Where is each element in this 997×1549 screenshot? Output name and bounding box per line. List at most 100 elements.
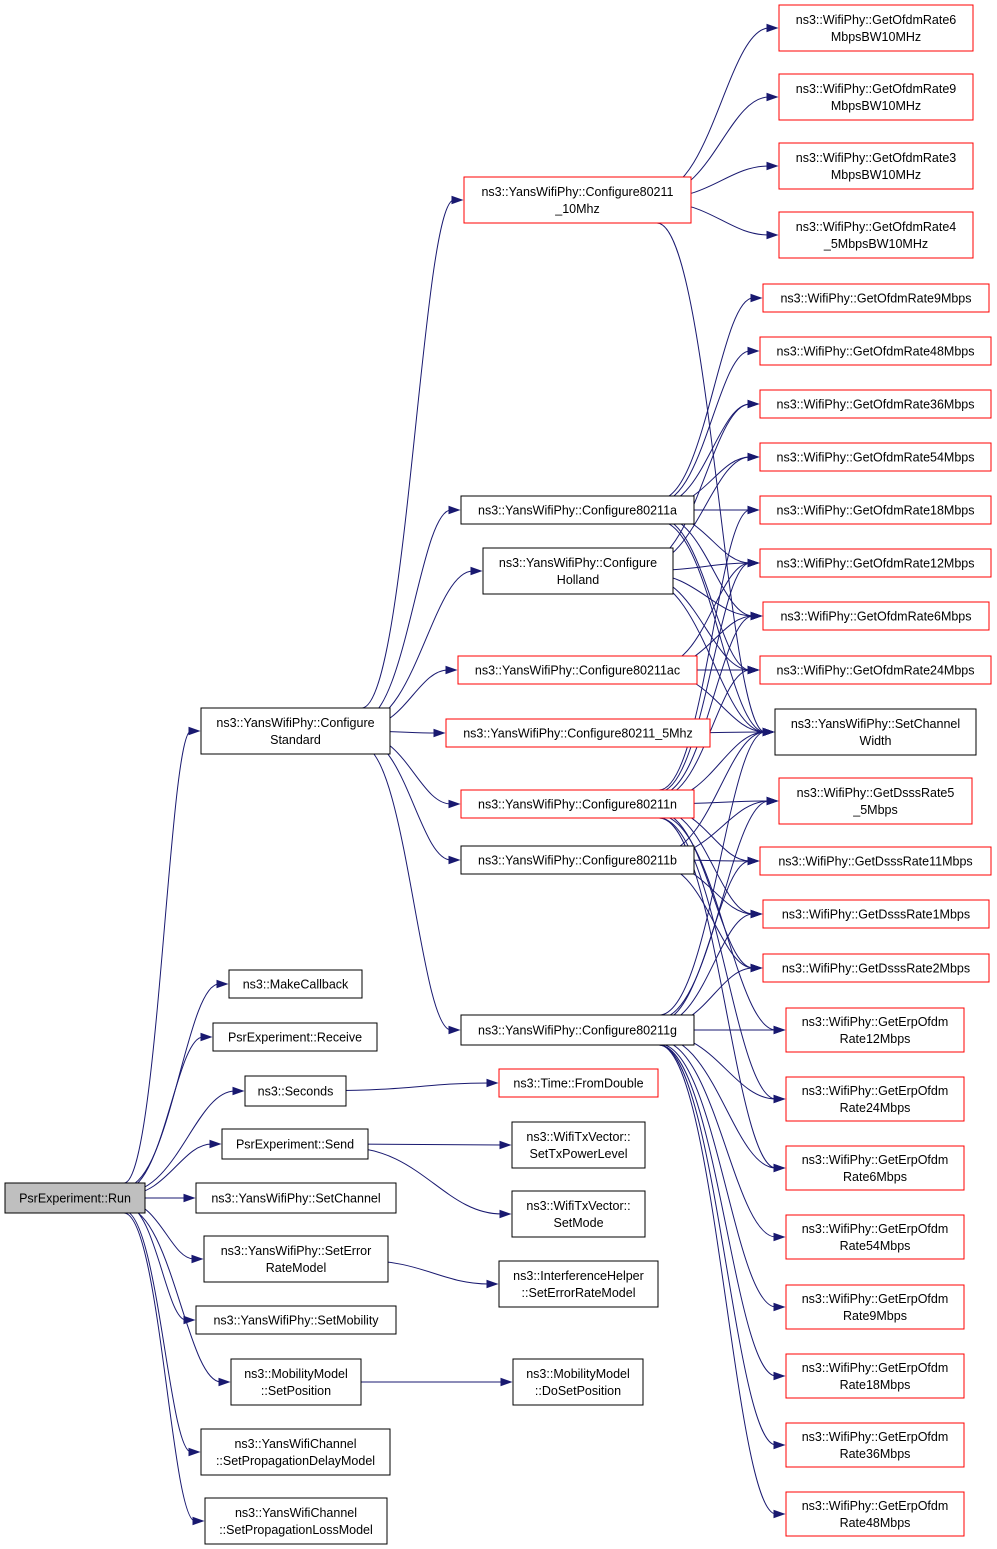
arrowhead-cfgstd-to-cac xyxy=(445,665,458,675)
node-box-r6bw xyxy=(778,4,974,52)
node-recv[interactable]: PsrExperiment::Receive xyxy=(212,1022,378,1052)
node-label-e24-line0: ns3::WifiPhy::GetErpOfdm xyxy=(802,1084,949,1098)
node-send[interactable]: PsrExperiment::Send xyxy=(221,1128,369,1160)
node-label-e54-line1: Rate54Mbps xyxy=(840,1239,911,1253)
node-ca[interactable]: ns3::YansWifiPhy::Configure80211a xyxy=(460,495,695,525)
arrowhead-cn-to-o18 xyxy=(747,505,760,515)
node-setch[interactable]: ns3::YansWifiPhy::SetChannel xyxy=(195,1182,397,1214)
edges-layer xyxy=(123,23,786,1526)
node-box-cg xyxy=(460,1014,695,1046)
node-pdm[interactable]: ns3::YansWifiChannel::SetPropagationDela… xyxy=(200,1428,391,1476)
node-iherr[interactable]: ns3::InterferenceHelper::SetErrorRateMod… xyxy=(498,1260,659,1308)
node-label-plm-line1: ::SetPropagationLossModel xyxy=(219,1523,373,1537)
node-txmode[interactable]: ns3::WifiTxVector::SetMode xyxy=(511,1190,646,1238)
node-label-mmsetpos-line1: ::SetPosition xyxy=(261,1384,331,1398)
node-cn[interactable]: ns3::YansWifiPhy::Configure80211n xyxy=(460,789,695,819)
node-label-secs-line0: ns3::Seconds xyxy=(258,1085,334,1099)
edge-ca-to-o24 xyxy=(659,517,751,671)
arrowhead-cg-to-d11 xyxy=(747,856,760,866)
arrowhead-cg-to-e6 xyxy=(773,1163,786,1173)
node-label-e48-line0: ns3::WifiPhy::GetErpOfdm xyxy=(802,1499,949,1513)
node-d2[interactable]: ns3::WifiPhy::GetDsssRate2Mbps xyxy=(762,953,990,983)
node-box-e48 xyxy=(785,1491,965,1537)
node-mmsetpos[interactable]: ns3::MobilityModel::SetPosition xyxy=(230,1358,362,1406)
node-label-mmsetpos-line0: ns3::MobilityModel xyxy=(244,1367,348,1381)
node-setmob[interactable]: ns3::YansWifiPhy::SetMobility xyxy=(195,1305,397,1335)
arrowhead-root-to-mmsetpos xyxy=(218,1377,231,1387)
node-label-scw-line0: ns3::YansWifiPhy::SetChannel xyxy=(791,717,960,731)
node-c5[interactable]: ns3::YansWifiPhy::Configure80211_5Mhz xyxy=(445,718,711,748)
node-box-send xyxy=(221,1128,369,1160)
node-r45bw[interactable]: ns3::WifiPhy::GetOfdmRate4_5MbpsBW10MHz xyxy=(778,211,974,259)
node-cac[interactable]: ns3::YansWifiPhy::Configure80211ac xyxy=(457,655,698,685)
node-box-e6 xyxy=(785,1145,965,1191)
node-label-r3bw-line1: MbpsBW10MHz xyxy=(831,168,921,182)
node-box-o36 xyxy=(759,389,992,419)
node-box-o12 xyxy=(759,548,992,578)
node-label-e6-line0: ns3::WifiPhy::GetErpOfdm xyxy=(802,1153,949,1167)
node-box-txpow xyxy=(511,1121,646,1169)
edge-cg-to-e36 xyxy=(659,1044,777,1446)
edge-cfgstd-to-chol xyxy=(361,570,474,724)
edge-ca-to-o48 xyxy=(659,350,751,503)
node-root[interactable]: PsrExperiment::Run xyxy=(4,1182,146,1214)
arrowhead-cg-to-e24 xyxy=(773,1094,786,1104)
node-o18[interactable]: ns3::WifiPhy::GetOfdmRate18Mbps xyxy=(759,495,992,525)
node-o48[interactable]: ns3::WifiPhy::GetOfdmRate48Mbps xyxy=(759,336,992,366)
node-d11[interactable]: ns3::WifiPhy::GetDsssRate11Mbps xyxy=(759,846,992,876)
node-label-o24-line0: ns3::WifiPhy::GetOfdmRate24Mbps xyxy=(777,664,975,678)
node-label-r6bw-line0: ns3::WifiPhy::GetOfdmRate6 xyxy=(796,13,957,27)
node-label-fromdbl-line0: ns3::Time::FromDouble xyxy=(513,1077,643,1091)
node-o12[interactable]: ns3::WifiPhy::GetOfdmRate12Mbps xyxy=(759,548,992,578)
node-box-e36 xyxy=(785,1422,965,1468)
node-mmdoset[interactable]: ns3::MobilityModel::DoSetPosition xyxy=(512,1358,644,1406)
node-box-c5 xyxy=(445,718,711,748)
node-label-o12-line0: ns3::WifiPhy::GetOfdmRate12Mbps xyxy=(777,557,975,571)
node-box-iherr xyxy=(498,1260,659,1308)
node-label-root-line0: PsrExperiment::Run xyxy=(19,1192,131,1206)
edge-root-to-mmsetpos xyxy=(123,1206,222,1383)
node-txpow[interactable]: ns3::WifiTxVector::SetTxPowerLevel xyxy=(511,1121,646,1169)
node-label-o54-line0: ns3::WifiPhy::GetOfdmRate54Mbps xyxy=(777,451,975,465)
arrowhead-root-to-plm xyxy=(192,1516,205,1526)
node-d1[interactable]: ns3::WifiPhy::GetDsssRate1Mbps xyxy=(762,899,990,929)
arrowhead-send-to-txpow xyxy=(499,1140,512,1150)
node-d55[interactable]: ns3::WifiPhy::GetDsssRate5_5Mbps xyxy=(778,777,973,825)
node-secs[interactable]: ns3::Seconds xyxy=(244,1075,347,1107)
arrowhead-cg-to-e54 xyxy=(773,1232,786,1242)
edge-send-to-txpow xyxy=(346,1143,503,1146)
node-cg[interactable]: ns3::YansWifiPhy::Configure80211g xyxy=(460,1014,695,1046)
node-fromdbl[interactable]: ns3::Time::FromDouble xyxy=(498,1068,659,1098)
node-label-txpow-line1: SetTxPowerLevel xyxy=(530,1147,628,1161)
node-label-e18-line0: ns3::WifiPhy::GetErpOfdm xyxy=(802,1361,949,1375)
node-c10[interactable]: ns3::YansWifiPhy::Configure80211_10Mhz xyxy=(463,176,692,224)
node-o24[interactable]: ns3::WifiPhy::GetOfdmRate24Mbps xyxy=(759,655,992,685)
node-label-r3bw-line0: ns3::WifiPhy::GetOfdmRate3 xyxy=(796,151,957,165)
node-box-ca xyxy=(460,495,695,525)
node-o36[interactable]: ns3::WifiPhy::GetOfdmRate36Mbps xyxy=(759,389,992,419)
node-o9[interactable]: ns3::WifiPhy::GetOfdmRate9Mbps xyxy=(762,283,990,313)
node-mkcb[interactable]: ns3::MakeCallback xyxy=(228,969,363,999)
node-box-o18 xyxy=(759,495,992,525)
node-seterr[interactable]: ns3::YansWifiPhy::SetErrorRateModel xyxy=(203,1235,389,1283)
node-o6[interactable]: ns3::WifiPhy::GetOfdmRate6Mbps xyxy=(762,601,990,631)
node-cb[interactable]: ns3::YansWifiPhy::Configure80211b xyxy=(460,845,695,875)
node-o54[interactable]: ns3::WifiPhy::GetOfdmRate54Mbps xyxy=(759,442,992,472)
node-plm[interactable]: ns3::YansWifiChannel::SetPropagationLoss… xyxy=(204,1497,388,1545)
node-label-txpow-line0: ns3::WifiTxVector:: xyxy=(526,1130,630,1144)
node-box-d1 xyxy=(762,899,990,929)
